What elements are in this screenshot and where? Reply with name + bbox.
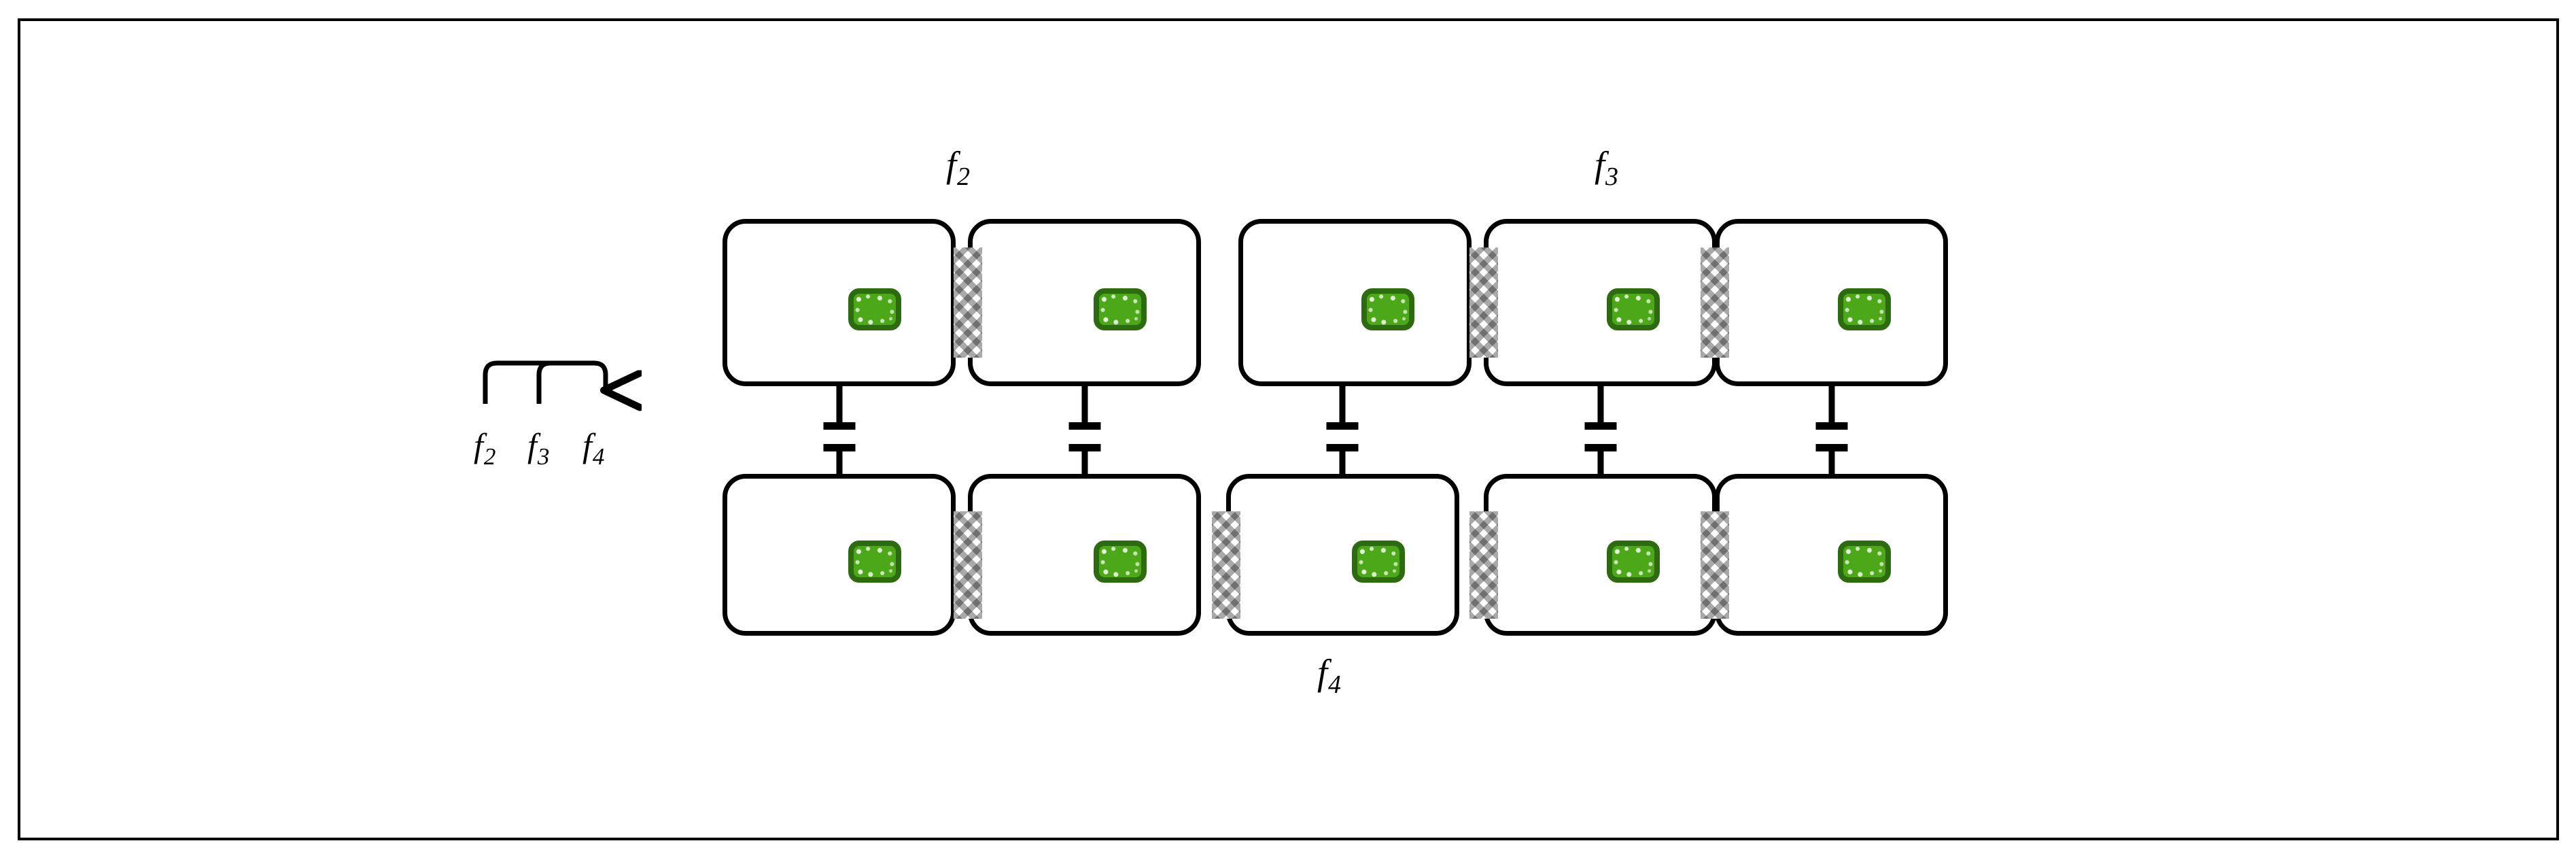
cell-box-top-4[interactable]	[1484, 219, 1717, 386]
legend-label-f2: f2	[474, 428, 495, 468]
legend: f2 f3 f4	[474, 352, 669, 481]
cell-box-top-2[interactable]	[968, 219, 1201, 386]
label-f2-subscript: 2	[957, 162, 971, 191]
legend-f4-subscript: 4	[592, 443, 605, 470]
stub-bar-top	[823, 422, 855, 430]
legend-arc-inner	[536, 360, 594, 404]
cell-box-bottom-2[interactable]	[968, 474, 1201, 636]
cell-box-bottom-1[interactable]	[723, 474, 956, 636]
coupling-bottom-gap-2	[1212, 511, 1240, 619]
label-f4-subscript: 4	[1328, 670, 1342, 699]
vertical-link-column-4	[1584, 384, 1616, 478]
cell-box-top-3[interactable]	[1238, 219, 1472, 386]
stub-stem-bottom	[836, 444, 842, 478]
label-f3-top: f3	[1595, 146, 1618, 190]
stub-stem-top	[1597, 384, 1603, 424]
label-f4-bottom: f4	[1317, 654, 1341, 698]
stub-stem-bottom	[1339, 444, 1345, 478]
stub-stem-bottom	[1597, 444, 1603, 478]
node-glyph-bottom-3	[1352, 541, 1405, 583]
label-f2-base: f	[946, 144, 957, 185]
legend-label-f4: f4	[582, 428, 604, 468]
node-glyph-top-2	[1094, 288, 1147, 330]
cell-box-top-5[interactable]	[1715, 219, 1948, 386]
stub-bar-top	[1326, 422, 1358, 430]
node-glyph-top-3	[1361, 288, 1414, 330]
label-f3-subscript: 3	[1605, 162, 1619, 191]
node-glyph-top-4	[1607, 288, 1660, 330]
stub-stem-top	[1828, 384, 1834, 424]
legend-label-f3: f3	[527, 428, 549, 468]
coupling-bottom-gap-4	[1701, 511, 1729, 619]
legend-f2-base: f	[474, 426, 483, 464]
vertical-link-column-2	[1068, 384, 1100, 478]
cell-box-bottom-4[interactable]	[1484, 474, 1717, 636]
coupling-bottom-gap-3	[1469, 511, 1498, 619]
stub-bar-top	[1584, 422, 1616, 430]
label-f2-top: f2	[946, 146, 970, 190]
legend-f2-subscript: 2	[483, 443, 496, 470]
legend-f3-base: f	[527, 426, 537, 464]
cell-box-bottom-5[interactable]	[1715, 474, 1948, 636]
legend-f3-subscript: 3	[537, 443, 550, 470]
node-glyph-bottom-1	[848, 541, 901, 583]
label-f3-base: f	[1595, 144, 1605, 185]
vertical-link-column-1	[823, 384, 855, 478]
node-glyph-bottom-2	[1094, 541, 1147, 583]
vertical-link-column-3	[1326, 384, 1358, 478]
legend-arc-outer	[483, 360, 606, 404]
stub-stem-top	[1081, 384, 1087, 424]
legend-f4-base: f	[582, 426, 592, 464]
node-glyph-top-5	[1838, 288, 1891, 330]
legend-arcs	[483, 360, 669, 441]
node-glyph-top-1	[848, 288, 901, 330]
stub-bar-top	[1068, 422, 1100, 430]
coupling-top-gap-4	[1701, 247, 1729, 358]
stub-stem-top	[1339, 384, 1345, 424]
node-glyph-bottom-5	[1838, 541, 1891, 583]
coupling-bottom-gap-1	[954, 511, 982, 619]
coupling-top-gap-1	[954, 247, 982, 358]
stub-stem-bottom	[1081, 444, 1087, 478]
coupling-top-gap-3	[1469, 247, 1498, 358]
vertical-link-column-5	[1815, 384, 1847, 478]
stub-bar-top	[1815, 422, 1847, 430]
page-frame	[18, 18, 2559, 840]
stub-stem-top	[836, 384, 842, 424]
label-f4-base: f	[1317, 652, 1328, 693]
node-glyph-bottom-4	[1607, 541, 1660, 583]
cell-box-top-1[interactable]	[723, 219, 956, 386]
cell-box-bottom-3[interactable]	[1226, 474, 1459, 636]
stub-stem-bottom	[1828, 444, 1834, 478]
